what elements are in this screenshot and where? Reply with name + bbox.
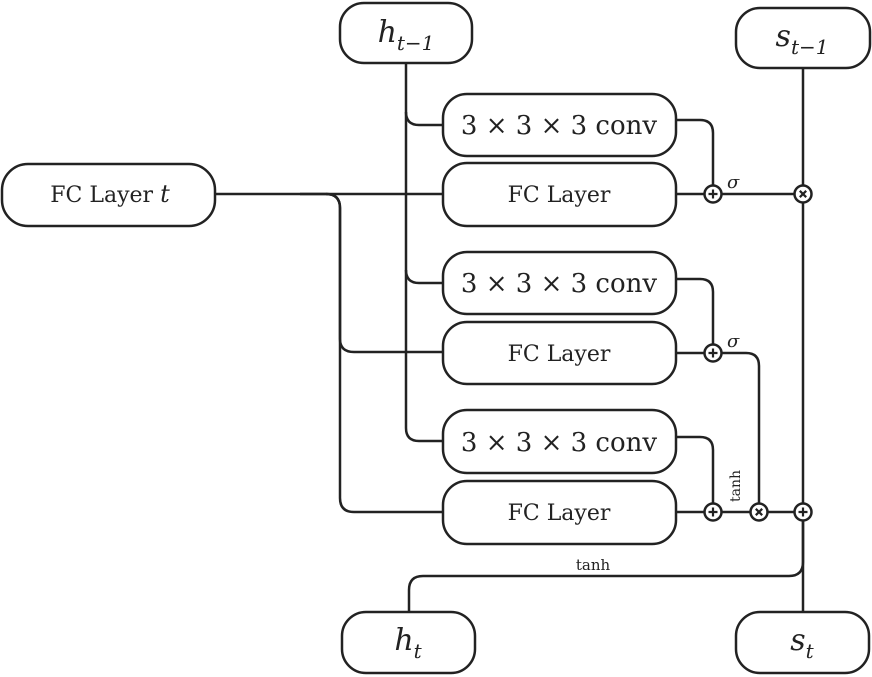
s-prev-base: s [776,19,791,54]
h-out-base: h [394,623,413,658]
node-fc-input: FC Layer t [0,162,217,228]
plus-operator-icon [703,502,723,522]
node-conv2: 3 × 3 × 3 conv [441,250,678,316]
h-prev-sub: t−1 [397,31,435,55]
node-s-out: st [734,610,871,675]
fc-input-label: FC Layer [50,183,153,208]
sigma-label: σ [727,331,740,352]
conv1-label: 3 × 3 × 3 conv [461,111,657,141]
svg-text:st−1: st−1 [776,19,829,59]
s-out-base: s [790,623,805,658]
svg-text:ht−1: ht−1 [378,15,435,55]
fc-input-var: t [160,180,170,208]
fc1-label: FC Layer [508,183,611,208]
sigma-label: σ [727,172,740,193]
wire-conv3-to-add3 [676,435,715,503]
node-conv1: 3 × 3 × 3 conv [441,92,678,158]
fc3-label: FC Layer [508,501,611,526]
wires [214,62,805,612]
s-out-sub: t [806,639,815,663]
wire-h-prev-to-conv1 [404,111,443,127]
node-fc2: FC Layer [441,320,678,386]
h-out-sub: t [414,639,423,663]
node-conv3: 3 × 3 × 3 conv [441,408,678,475]
wire-add2-to-mul2 [722,351,761,503]
tanh-label-bottom: tanh [576,556,611,574]
conv3-label: 3 × 3 × 3 conv [461,428,657,458]
node-s-prev: st−1 [734,6,872,70]
tanh-label-vertical: tanh [728,470,744,502]
node-h-out: ht [340,610,477,675]
conv2-label: 3 × 3 × 3 conv [461,269,657,299]
plus-operator-icon [703,184,723,204]
node-fc1: FC Layer [441,161,678,228]
h-prev-base: h [378,15,397,50]
node-fc3: FC Layer [441,479,678,546]
svg-text:st: st [790,623,814,663]
wire-conv2-to-add2 [676,277,715,344]
plus-operator-icon [703,343,723,363]
fc2-label: FC Layer [508,342,611,367]
s-prev-sub: t−1 [791,35,829,59]
times-operator-icon [749,502,769,522]
wire-fc-input-to-fc2 [300,192,443,354]
node-h-prev: ht−1 [338,1,474,65]
wire-h-prev-to-conv2 [404,269,443,285]
wire-fc-input-to-fc3 [325,192,443,514]
times-operator-icon [793,184,813,204]
svg-text:FC Layer t: FC Layer t [50,180,170,208]
svg-text:ht: ht [394,623,422,663]
plus-operator-icon [793,502,813,522]
wire-add4-to-h-out [407,521,805,612]
wire-h-prev-trunk [404,62,443,443]
wire-conv1-to-add1 [676,118,715,185]
